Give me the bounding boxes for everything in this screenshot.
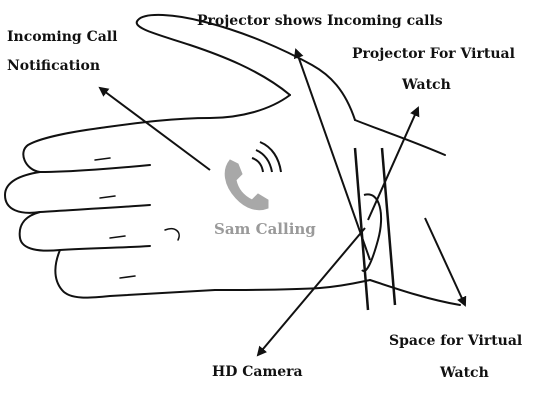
wrist-band [353,147,397,311]
phone-handset-icon [224,141,282,211]
caller-text: Sam Calling [214,220,316,238]
arrow-space-watch [424,217,467,307]
label-incoming-call-line2: Notification [7,58,100,74]
arrow-projector-watch [367,106,420,221]
leader-arrows [98,48,467,357]
arrow-hd-camera [256,227,366,357]
label-space-virtual-line2: Watch [440,365,489,381]
label-incoming-call-line1: Incoming Call [7,29,118,45]
hand-outline [4,13,461,306]
label-hd-camera: HD Camera [212,364,303,380]
label-space-virtual-line1: Space for Virtual [389,333,523,349]
label-projector-virtual-line2: Watch [402,77,451,93]
arrow-incoming-call [98,86,211,171]
arrow-projector-incoming [293,48,371,261]
label-projector-virtual-line1: Projector For Virtual [352,46,515,62]
label-projector-incoming-calls: Projector shows Incoming calls [197,13,443,29]
